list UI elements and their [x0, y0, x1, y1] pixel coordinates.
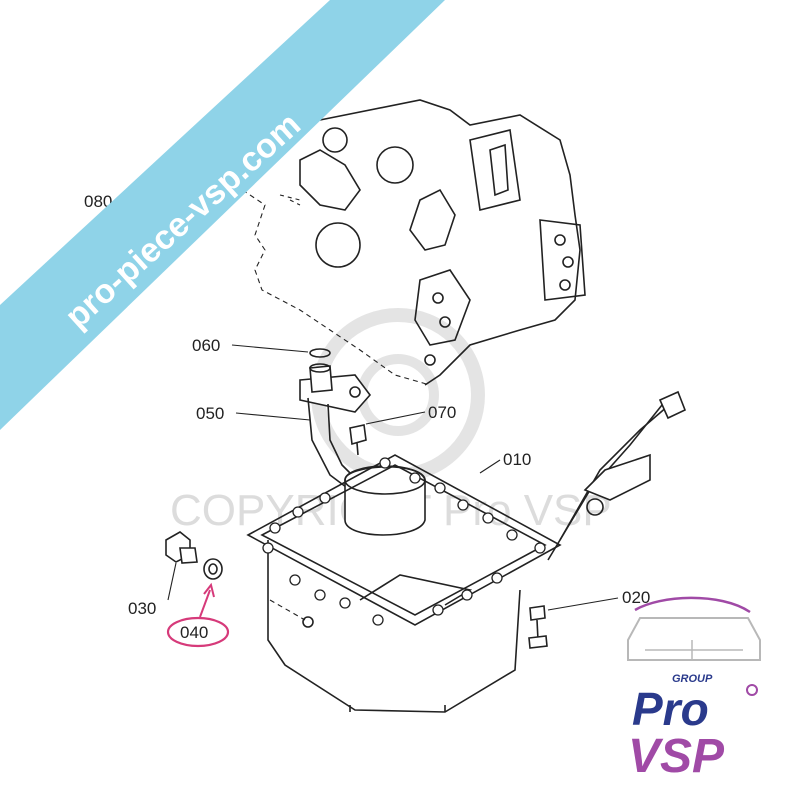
part-050-strainer-pipe: 050 — [196, 363, 426, 536]
pan-flange-bolts — [262, 457, 546, 626]
part-label-050: 050 — [196, 404, 224, 423]
logo-brand-vsp: VSP — [628, 730, 725, 783]
part-label-020: 020 — [622, 588, 650, 607]
part-label-070: 070 — [428, 403, 456, 422]
highlight-ellipse-040 — [166, 616, 230, 648]
part-label-040: 040 — [180, 623, 208, 642]
part-label-080: 080 — [84, 192, 112, 211]
engine-block-outline — [214, 99, 586, 386]
part-010-oil-pan: 010 — [246, 390, 687, 713]
part-060-o-ring: 060 — [192, 336, 331, 358]
part-label-010: 010 — [503, 450, 531, 469]
logo-group-text: GROUP — [672, 673, 713, 685]
part-030-drain-plug: 030 — [128, 531, 198, 618]
part-label-030: 030 — [128, 599, 156, 618]
part-070-bolt: 070 — [349, 403, 456, 456]
pro-vsp-logo: GROUP Pro VSP — [627, 596, 761, 783]
part-020-bolt: 020 — [528, 588, 650, 649]
logo-brand-pro: Pro — [632, 683, 709, 735]
part-040-washer: 040 — [166, 558, 230, 648]
part-label-060: 060 — [192, 336, 220, 355]
